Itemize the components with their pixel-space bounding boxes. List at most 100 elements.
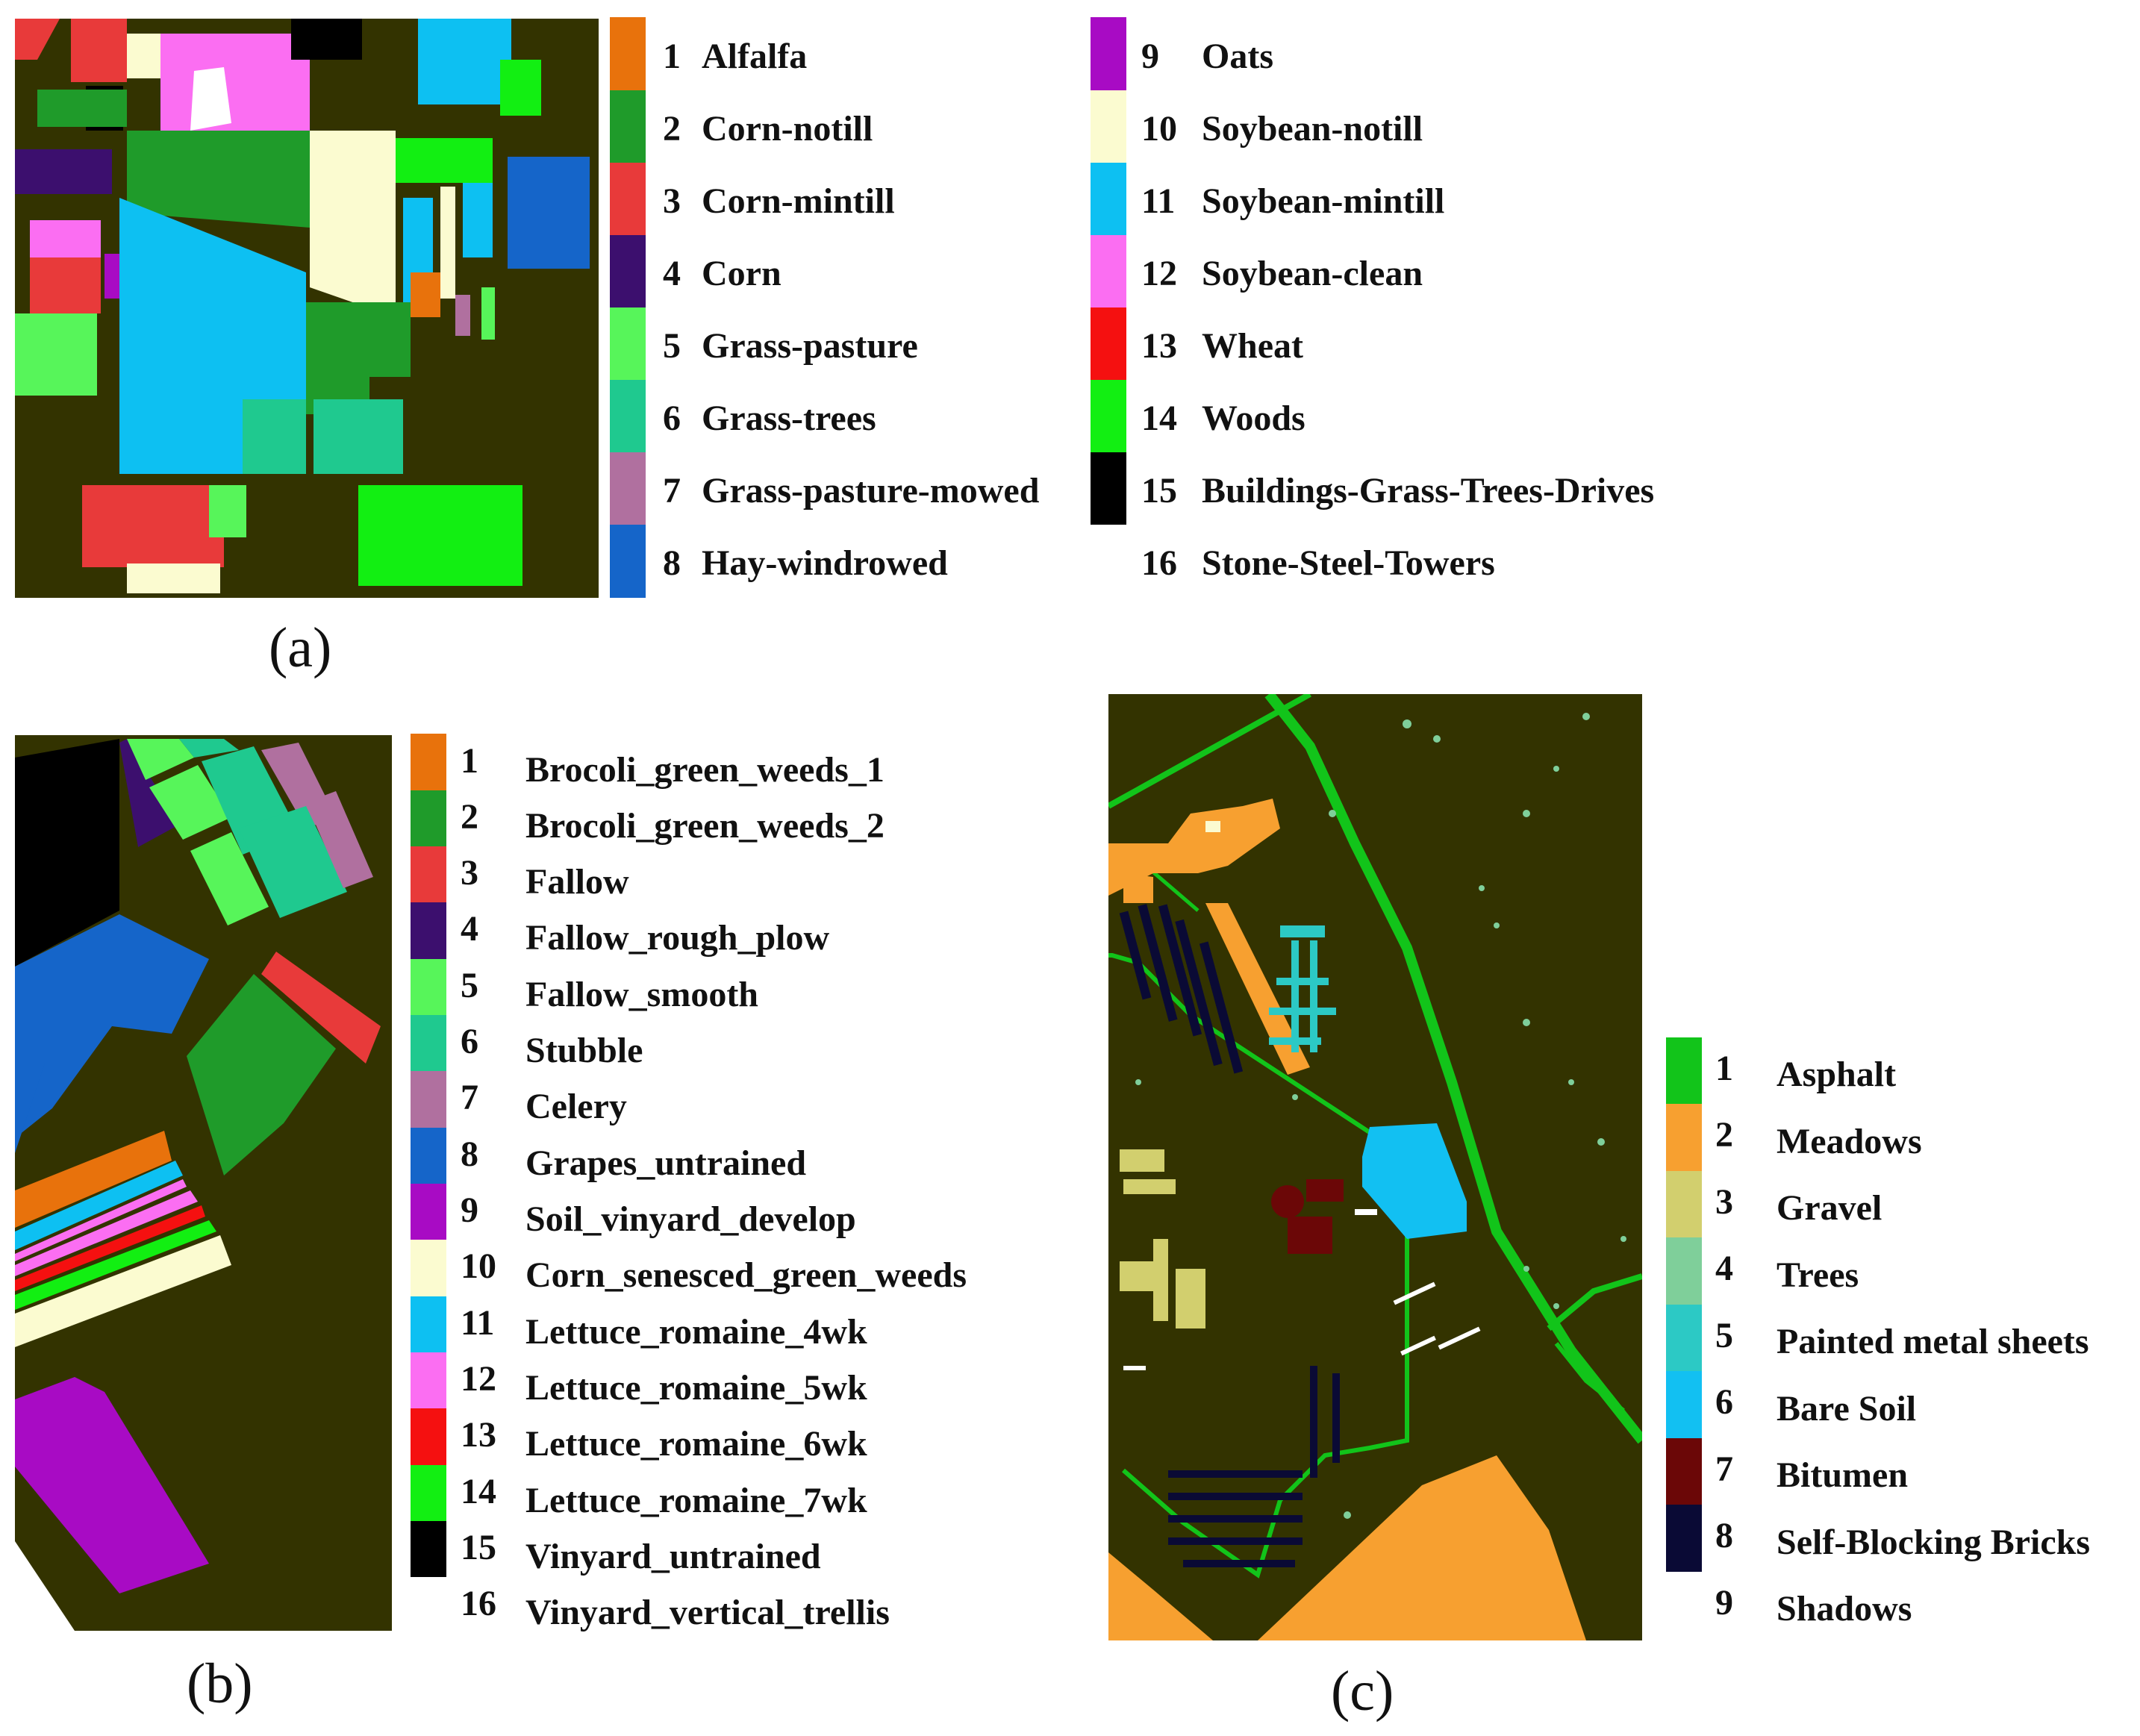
legend-label: Stubble bbox=[525, 1031, 643, 1070]
legend-swatch bbox=[1091, 380, 1126, 452]
legend-swatch bbox=[411, 1521, 446, 1577]
legend-num: 7 bbox=[461, 1078, 478, 1117]
legend-num: 8 bbox=[461, 1134, 478, 1174]
legend-swatch bbox=[411, 846, 446, 902]
legend-label: Hay-windrowed bbox=[702, 543, 948, 583]
legend-swatch bbox=[411, 1296, 446, 1352]
legend-swatch bbox=[1666, 1505, 1702, 1572]
legend-swatch bbox=[1666, 1037, 1702, 1104]
legend-num: 6 bbox=[1715, 1382, 1733, 1422]
legend-label: Fallow_smooth bbox=[525, 975, 758, 1014]
legend-num: 1 bbox=[1715, 1049, 1733, 1088]
legend-swatch bbox=[1091, 525, 1126, 598]
caption-c: (c) bbox=[1331, 1660, 1394, 1723]
legend-num: 9 bbox=[1141, 37, 1159, 76]
legend-label: Soil_vinyard_develop bbox=[525, 1199, 856, 1239]
legend-num: 15 bbox=[1141, 471, 1177, 511]
legend-num: 2 bbox=[461, 797, 478, 837]
legend-swatch bbox=[610, 17, 646, 90]
legend-swatch bbox=[1091, 17, 1126, 90]
map-salinas bbox=[15, 735, 392, 1631]
legend-num: 9 bbox=[1715, 1583, 1733, 1623]
legend-label: Brocoli_green_weeds_2 bbox=[525, 806, 885, 846]
legend-swatch bbox=[1091, 307, 1126, 380]
legend-num: 9 bbox=[461, 1190, 478, 1230]
legend-label: Corn_senesced_green_weeds bbox=[525, 1255, 967, 1295]
legend-label: Stone-Steel-Towers bbox=[1202, 543, 1495, 583]
legend-label: Vinyard_vertical_trellis bbox=[525, 1593, 890, 1632]
legend-label: Celery bbox=[525, 1087, 627, 1126]
legend-num: 15 bbox=[461, 1528, 496, 1567]
legend-label: Grass-trees bbox=[702, 399, 876, 438]
legend-label: Lettuce_romaine_4wk bbox=[525, 1312, 867, 1352]
legend-num: 16 bbox=[461, 1584, 496, 1623]
legend-swatch bbox=[1666, 1305, 1702, 1371]
map-pavia-university bbox=[1108, 694, 1642, 1640]
legend-label: Soybean-mintill bbox=[1202, 181, 1445, 221]
legend-num: 12 bbox=[461, 1359, 496, 1399]
legend-num: 12 bbox=[1141, 254, 1177, 293]
legend-label: Brocoli_green_weeds_1 bbox=[525, 750, 885, 790]
legend-num: 11 bbox=[461, 1303, 495, 1343]
legend-swatch bbox=[1091, 235, 1126, 307]
legend-num: 8 bbox=[1715, 1516, 1733, 1555]
legend-swatch bbox=[1666, 1237, 1702, 1305]
legend-swatch bbox=[610, 90, 646, 163]
legend-num: 1 bbox=[461, 741, 478, 781]
legend-num: 14 bbox=[1141, 399, 1177, 438]
legend-label: Fallow bbox=[525, 862, 629, 902]
legend-swatch bbox=[610, 307, 646, 380]
legend-swatch bbox=[411, 1577, 446, 1634]
caption-a: (a) bbox=[269, 616, 332, 679]
legend-swatch bbox=[1666, 1438, 1702, 1505]
legend-label: Vinyard_untrained bbox=[525, 1537, 821, 1576]
map-indian-pines bbox=[15, 19, 599, 598]
legend-label: Woods bbox=[1202, 399, 1305, 438]
legend-label: Gravel bbox=[1776, 1188, 1882, 1228]
legend-num: 16 bbox=[1141, 543, 1177, 583]
legend-swatch bbox=[1666, 1572, 1702, 1638]
legend-swatch bbox=[411, 790, 446, 846]
legend-label: Soybean-notill bbox=[1202, 109, 1423, 149]
legend-label: Bitumen bbox=[1776, 1455, 1909, 1495]
legend-num: 5 bbox=[1715, 1316, 1733, 1355]
legend-label: Painted metal sheets bbox=[1776, 1322, 2089, 1361]
legend-label: Lettuce_romaine_6wk bbox=[525, 1424, 867, 1464]
legend-label: Fallow_rough_plow bbox=[525, 918, 830, 958]
legend-label: Grass-pasture bbox=[702, 326, 918, 366]
legend-label: Buildings-Grass-Trees-Drives bbox=[1202, 471, 1655, 511]
legend-swatch bbox=[1091, 90, 1126, 163]
legend-swatch bbox=[411, 902, 446, 959]
caption-b: (b) bbox=[187, 1652, 253, 1715]
legend-num: 13 bbox=[1141, 326, 1177, 366]
legend-swatch bbox=[610, 163, 646, 235]
legend-swatch bbox=[411, 1071, 446, 1128]
legend-swatch bbox=[610, 452, 646, 525]
legend-num: 6 bbox=[461, 1022, 478, 1061]
legend-label: Asphalt bbox=[1776, 1055, 1897, 1094]
legend-swatch bbox=[411, 1465, 446, 1521]
legend-num: 3 bbox=[663, 181, 681, 221]
legend-swatch bbox=[1666, 1371, 1702, 1438]
legend-num: 4 bbox=[1715, 1249, 1733, 1288]
legend-label: Self-Blocking Bricks bbox=[1776, 1523, 2091, 1562]
legend-swatch bbox=[411, 1128, 446, 1184]
legend-swatch bbox=[411, 1015, 446, 1071]
legend-num: 10 bbox=[461, 1246, 496, 1286]
legend-swatch bbox=[1666, 1171, 1702, 1237]
legend-label: Trees bbox=[1776, 1255, 1859, 1295]
legend-swatch bbox=[610, 380, 646, 452]
legend-label: Meadows bbox=[1776, 1122, 1922, 1161]
legend-label: Corn-notill bbox=[702, 109, 873, 149]
legend-swatch bbox=[411, 1184, 446, 1240]
legend-label: Corn-mintill bbox=[702, 181, 895, 221]
legend-label: Grapes_untrained bbox=[525, 1143, 807, 1183]
legend-swatch bbox=[610, 525, 646, 598]
legend-label: Oats bbox=[1202, 37, 1273, 76]
legend-num: 2 bbox=[1715, 1115, 1733, 1155]
legend-num: 2 bbox=[663, 109, 681, 149]
legend-num: 11 bbox=[1141, 181, 1176, 221]
legend-swatch bbox=[411, 1352, 446, 1408]
legend-num: 14 bbox=[461, 1472, 496, 1511]
legend-swatch bbox=[1091, 452, 1126, 525]
